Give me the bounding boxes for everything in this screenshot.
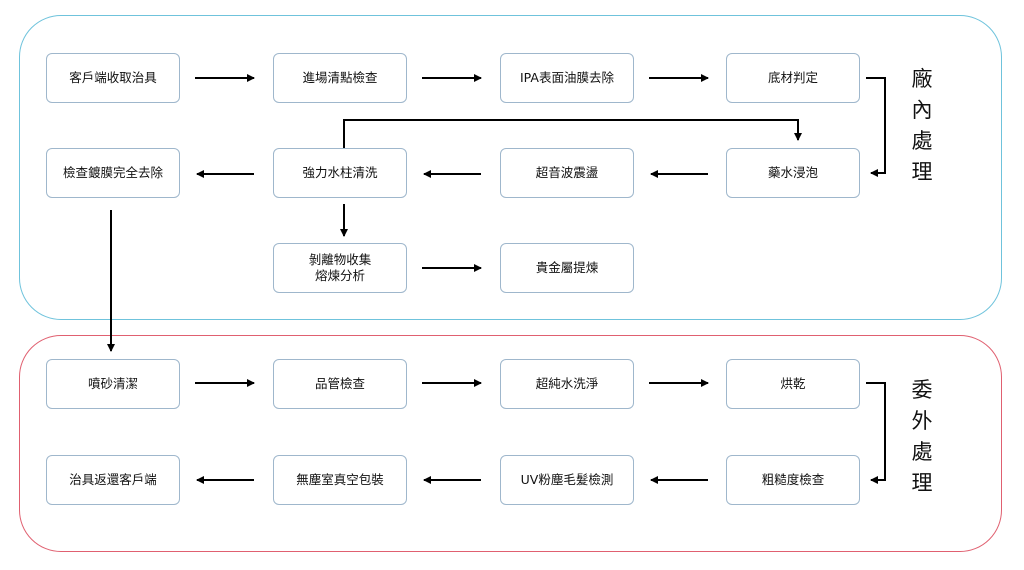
step-waterjet: 強力水柱清洗 (273, 148, 407, 198)
outsourced-label: 委外處理 (911, 378, 933, 495)
step-ultrasonic: 超音波震盪 (500, 148, 634, 198)
step-qc: 品管檢查 (273, 359, 407, 409)
step-dry: 烘乾 (726, 359, 860, 409)
step-refine: 貴金屬提煉 (500, 243, 634, 293)
step-return: 治具返還客戶端 (46, 455, 180, 505)
step-ipa: IPA表面油膜去除 (500, 53, 634, 103)
step-soak: 藥水浸泡 (726, 148, 860, 198)
arrow-substrate-to-soak (866, 77, 886, 177)
step-roughness: 粗糙度檢查 (726, 455, 860, 505)
step-blast: 噴砂清潔 (46, 359, 180, 409)
outsourced-section (19, 335, 1002, 552)
step-pack: 無塵室真空包裝 (273, 455, 407, 505)
step-upw: 超純水洗淨 (500, 359, 634, 409)
step-inspect-in: 進場清點檢查 (273, 53, 407, 103)
step-uv: UV粉塵毛髮檢測 (500, 455, 634, 505)
step-check-removed: 檢查鍍膜完全去除 (46, 148, 180, 198)
step-collect: 剝離物收集 熔煉分析 (273, 243, 407, 293)
step-substrate: 底材判定 (726, 53, 860, 103)
arrow-dry-to-roughness (866, 382, 886, 484)
in-house-section (19, 15, 1002, 320)
arrow-waterjet-loop-to-soak (343, 119, 802, 148)
step-receive: 客戶端收取治具 (46, 53, 180, 103)
in-house-label: 廠內處理 (911, 67, 933, 184)
